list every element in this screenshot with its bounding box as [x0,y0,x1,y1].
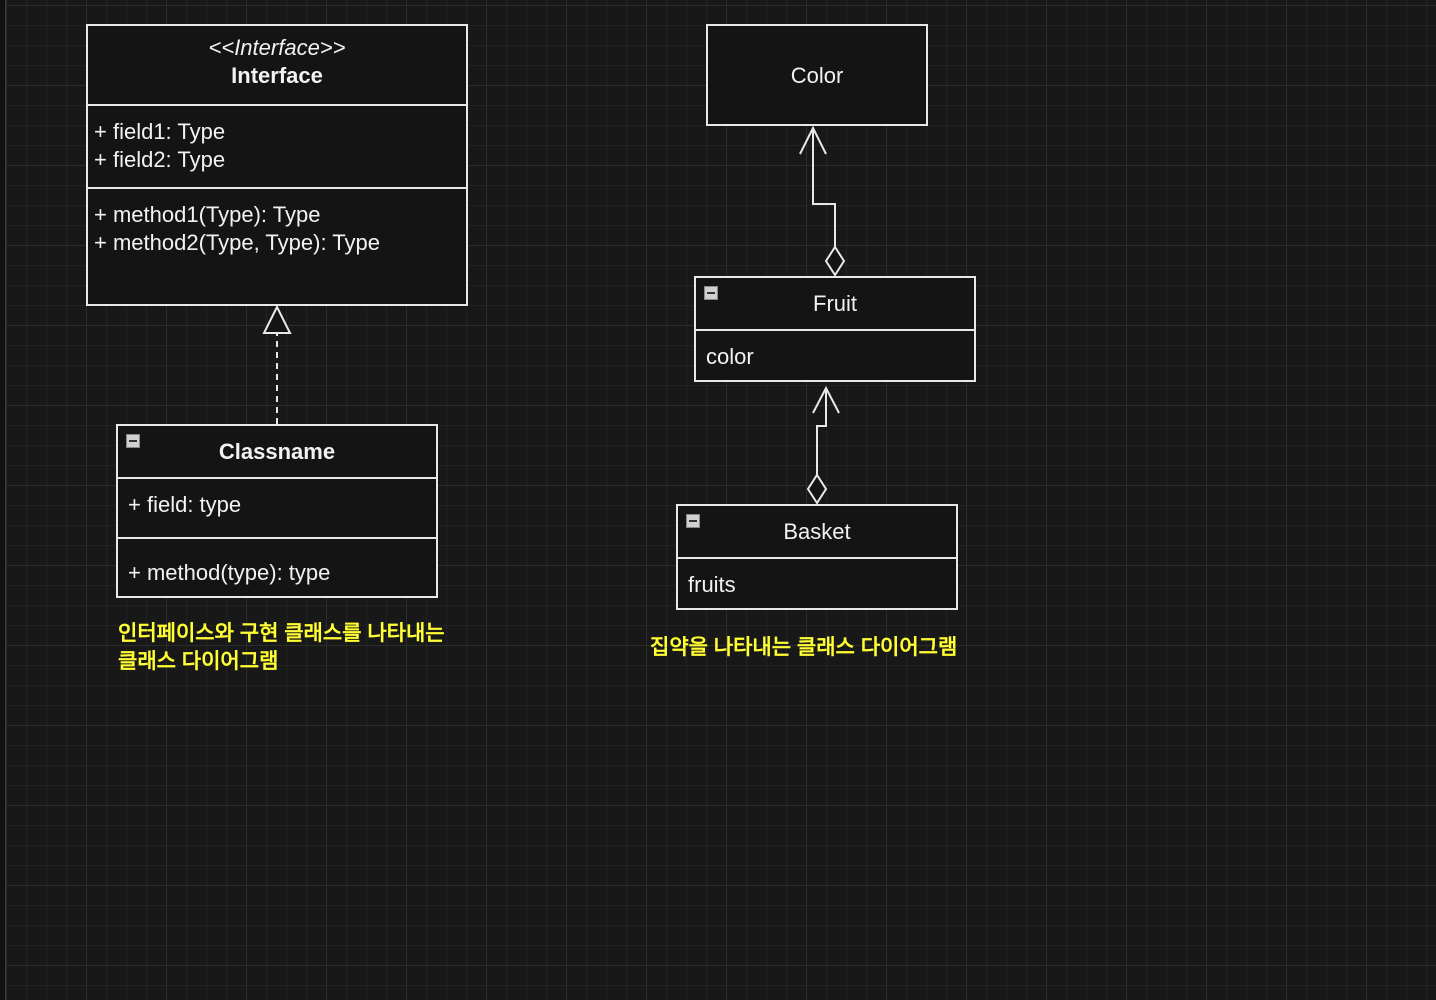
interface-method: + method2(Type, Type): Type [94,230,380,255]
note-interface-diagram[interactable]: 인터페이스와 구현 클래스를 나타내는 클래스 다이어그램 [118,620,445,676]
aggregation-basket-fruit[interactable] [806,385,840,505]
fruit-attribute: color [706,344,754,369]
interface-field: + field2: Type [94,147,226,172]
fruit-name: Fruit [813,291,857,316]
classname-class-box[interactable]: Classname + field: type + method(type): … [116,424,438,598]
color-class-box[interactable]: Color [706,24,928,126]
fruit-header: Fruit [696,278,974,331]
classname-header: Classname [118,426,436,479]
interface-field: + field1: Type [94,119,226,144]
note-line: 클래스 다이어그램 [118,650,279,673]
interface-header: <<Interface>> Interface [88,26,466,106]
interface-class-box[interactable]: <<Interface>> Interface + field1: Type +… [86,24,468,306]
interface-fields: + field1: Type + field2: Type [88,106,466,189]
note-line: 인터페이스와 구현 클래스를 나타내는 [118,622,445,645]
basket-header: Basket [678,506,956,559]
interface-stereotype: <<Interface>> [208,35,346,60]
collapse-icon[interactable] [126,434,140,448]
basket-attribute: fruits [688,572,736,597]
interface-name: Interface [231,63,323,88]
classname-fields: + field: type [118,479,436,539]
fruit-class-box[interactable]: Fruit color [694,276,976,382]
color-name: Color [790,63,844,88]
classname-methods: + method(type): type [118,539,436,587]
collapse-icon[interactable] [686,514,700,528]
note-line: 집약을 나타내는 클래스 다이어그램 [650,636,958,659]
aggregation-fruit-color[interactable] [799,125,846,277]
classname-name: Classname [218,439,336,464]
note-aggregation-diagram[interactable]: 집약을 나타내는 클래스 다이어그램 [650,634,957,662]
classname-field: + field: type [128,492,242,517]
realization-arrow[interactable] [262,304,292,424]
classname-method: + method(type): type [128,560,331,585]
basket-class-box[interactable]: Basket fruits [676,504,958,610]
canvas-edge [0,0,6,1000]
basket-name: Basket [783,519,851,544]
fruit-attributes: color [696,331,974,371]
interface-methods: + method1(Type): Type + method2(Type, Ty… [88,189,466,257]
basket-attributes: fruits [678,559,956,599]
interface-method: + method1(Type): Type [94,202,321,227]
collapse-icon[interactable] [704,286,718,300]
